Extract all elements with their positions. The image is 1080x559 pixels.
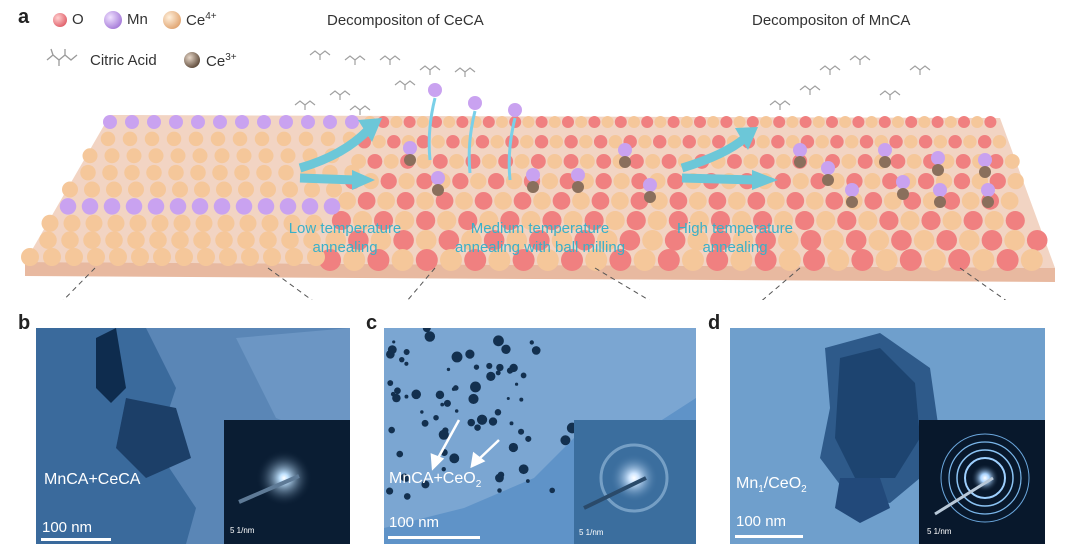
process-arrow-1 <box>299 173 356 185</box>
tem-label-c: MnCA+CeO2 <box>389 470 482 491</box>
legend-icons <box>46 11 200 68</box>
scale-bar-b <box>41 538 111 541</box>
diffraction-pattern-c <box>583 443 669 513</box>
scale-text-b: 100 nm <box>42 519 93 536</box>
reaction-scheme-illustration <box>21 50 1055 300</box>
tem-label-d: Mn1/CeO2 <box>736 475 807 496</box>
gas-release-arrow-2 <box>680 134 748 173</box>
pointer-arrow-1-head <box>430 453 445 471</box>
legend-ce4-label: Ce4+ <box>186 11 217 29</box>
scale-text-d: 100 nm <box>736 513 787 530</box>
pointer-arrow-2-head <box>470 451 486 469</box>
diffraction-pattern-b <box>238 450 312 506</box>
gas-release-arrow-2-head <box>735 127 758 150</box>
gas-release-arrow-1-head <box>358 118 382 142</box>
saed-scale-b: 5 1/nm <box>230 526 255 535</box>
manganese-atom-icon <box>104 11 122 29</box>
arrows-c <box>430 419 500 471</box>
oxygen-atom-icon <box>53 13 67 27</box>
scale-bar-c <box>388 536 480 539</box>
saed-scale-c: 5 1/nm <box>579 528 604 537</box>
saed-inset-b: 5 1/nm <box>224 420 350 544</box>
saed-scale-d: 5 1/nm <box>927 527 952 536</box>
citric-acid-icon <box>46 48 78 66</box>
stage-title-mnca: Decompositon of MnCA <box>752 12 911 29</box>
diffraction-pattern-d <box>934 433 1030 523</box>
tem-image-c: MnCA+CeO2 100 nm 5 1/nm <box>384 328 696 544</box>
process-arrow-1-head <box>352 170 375 190</box>
scale-text-c: 100 nm <box>389 514 440 531</box>
stage-title-ceca: Decompositon of CeCA <box>327 12 484 29</box>
panel-d-letter: d <box>708 312 721 334</box>
scale-bar-d <box>735 535 803 538</box>
legend-citric-acid-label: Citric Acid <box>90 52 157 69</box>
process-arrow-2-head <box>752 170 778 190</box>
process-arrow-2 <box>681 173 756 185</box>
legend-ce3-label: Ce3+ <box>206 52 237 70</box>
panel-b-letter: b <box>18 312 31 334</box>
pointer-arrow-2 <box>477 439 500 461</box>
tem-image-b: MnCA+CeCA 100 nm 5 1/nm <box>36 328 350 544</box>
legend-mn-label: Mn <box>127 11 148 28</box>
cerium3-atom-icon <box>184 52 200 68</box>
saed-inset-c: 5 1/nm <box>574 420 696 544</box>
panel-a-letter: a <box>18 6 30 28</box>
gas-release-arrow-1 <box>298 124 374 173</box>
cerium4-atom-icon <box>163 11 181 29</box>
panel-c-letter: c <box>366 312 378 334</box>
legend-oxygen-label: O <box>72 11 84 28</box>
zoom-guides <box>62 267 1007 300</box>
saed-inset-d: 5 1/nm <box>919 420 1045 544</box>
tem-label-b: MnCA+CeCA <box>44 471 141 488</box>
tem-image-d: Mn1/CeO2 100 nm 5 1/nm <box>730 328 1045 544</box>
pointer-arrow-1 <box>435 419 461 461</box>
tem-texture-b <box>36 328 350 544</box>
